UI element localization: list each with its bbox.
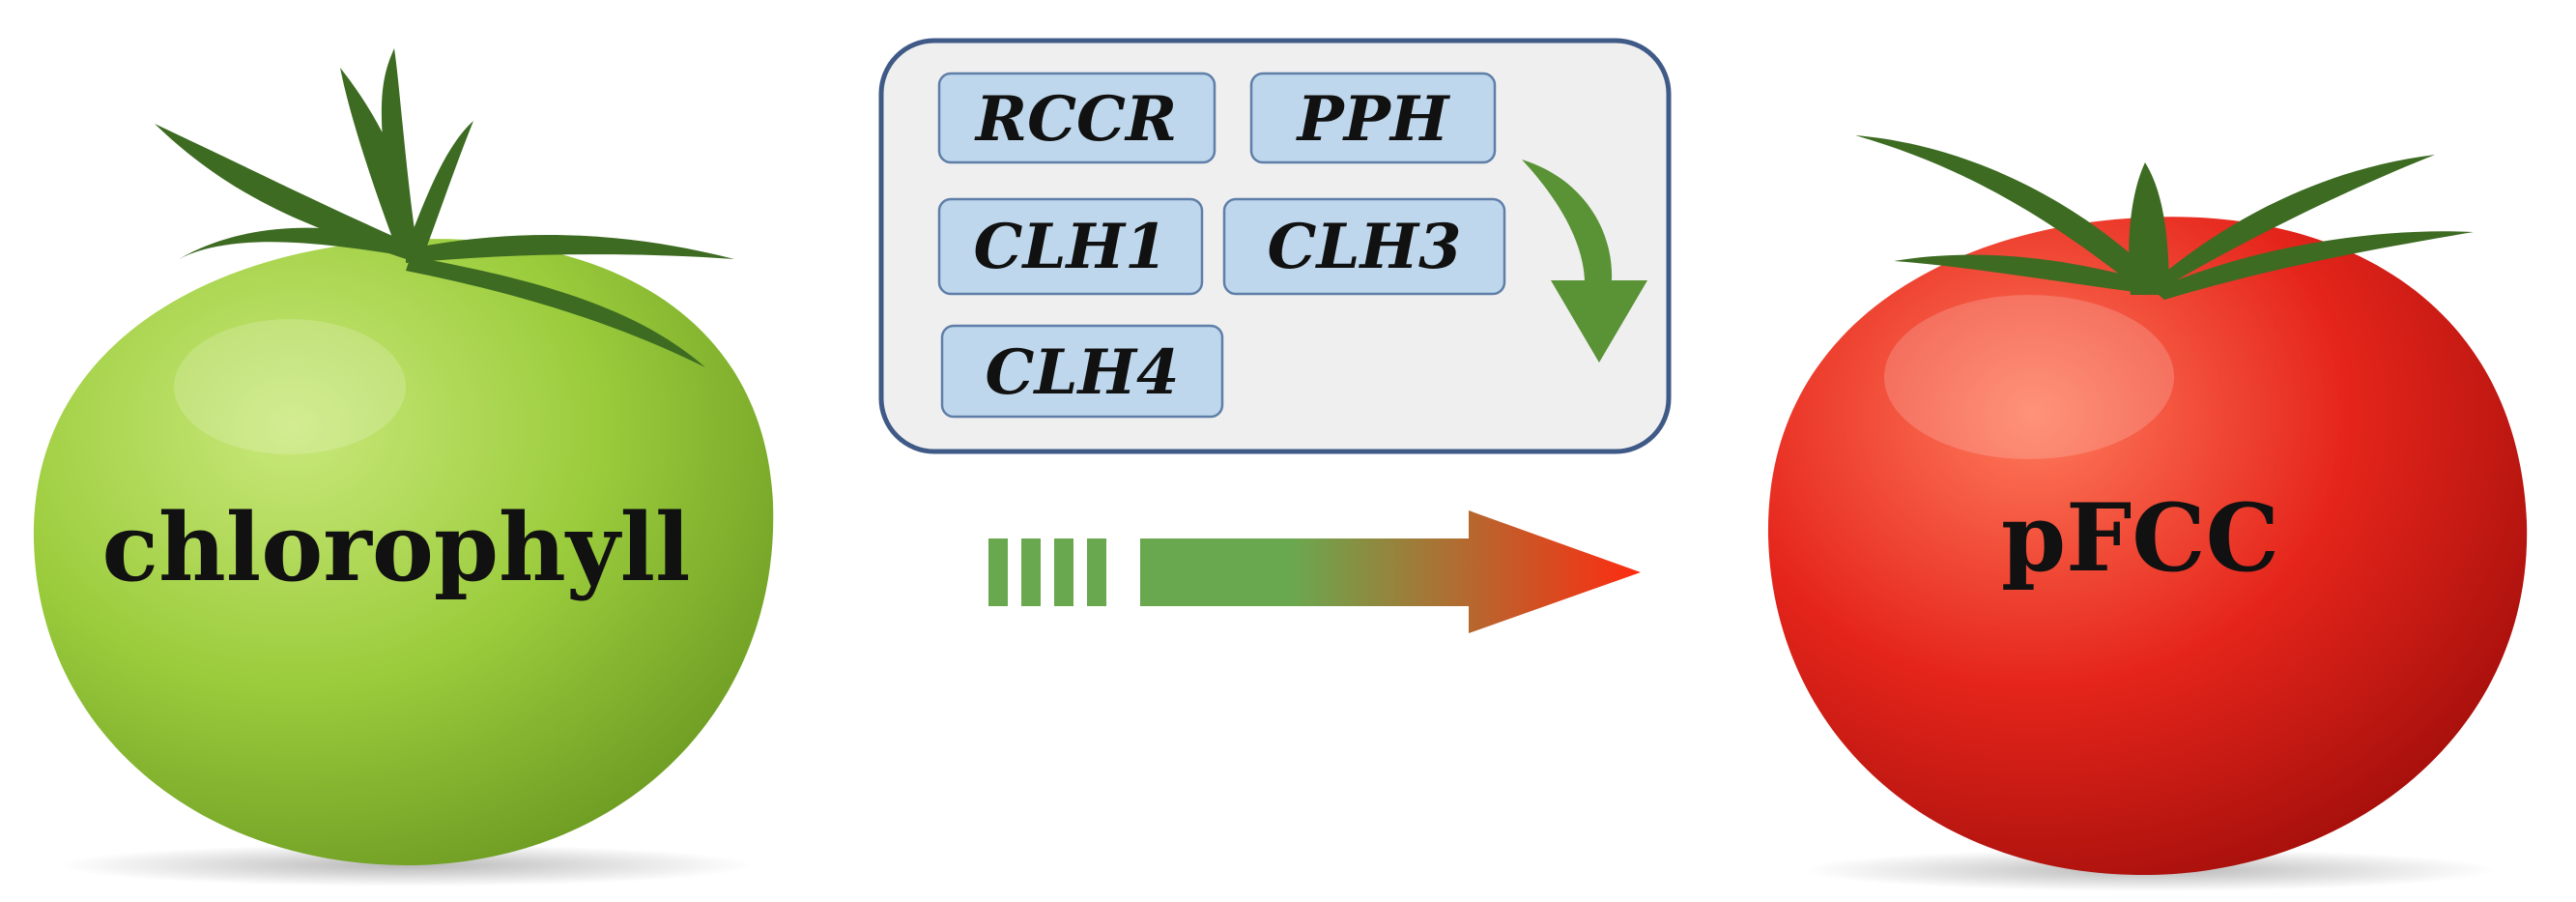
gene-chip-clh3-box <box>1222 197 1506 296</box>
arrow-dash-1 <box>988 538 1008 606</box>
gene-chip-clh1-box <box>937 197 1204 296</box>
gene-chip-rccr: RCCR <box>937 72 1216 164</box>
enzyme-panel: RCCR PPH CLH1 CLH3 CLH4 <box>878 38 1672 454</box>
red-tomato: pFCC <box>1767 135 2528 891</box>
gene-chip-clh4-box <box>940 324 1224 419</box>
gene-chip-clh4: CLH4 <box>940 324 1224 419</box>
gene-label-clh3: CLH3 <box>1268 211 1462 283</box>
gene-chip-clh1: CLH1 <box>937 197 1204 296</box>
green-tomato-highlight <box>174 319 406 454</box>
gene-label-clh4: CLH4 <box>986 336 1180 409</box>
green-tomato-stem-icon <box>155 48 734 367</box>
red-tomato-stem-icon <box>1855 135 2474 300</box>
green-tomato: chlorophyll <box>33 48 774 887</box>
gene-chip-pph-box <box>1249 72 1497 164</box>
arrow-dash-2 <box>1021 538 1041 606</box>
gene-label-clh1: CLH1 <box>974 211 1168 283</box>
transition-arrow <box>988 510 1641 633</box>
arrow-dash-4 <box>1087 538 1106 606</box>
gene-label-rccr: RCCR <box>974 83 1177 156</box>
gene-chip-rccr-box <box>937 72 1216 164</box>
gene-label-pph: PPH <box>1296 83 1451 156</box>
arrow-body-icon <box>1140 510 1641 633</box>
gene-chip-clh3: CLH3 <box>1222 197 1506 296</box>
pfcc-label: pFCC <box>2001 483 2279 593</box>
green-tomato-body <box>33 239 774 866</box>
arrow-dash-3 <box>1054 538 1073 606</box>
red-tomato-highlight <box>1884 295 2174 459</box>
curved-arrow-icon <box>1522 160 1647 363</box>
chlorophyll-label: chlorophyll <box>102 493 691 602</box>
gene-chip-pph: PPH <box>1249 72 1497 164</box>
red-tomato-body <box>1767 217 2528 876</box>
